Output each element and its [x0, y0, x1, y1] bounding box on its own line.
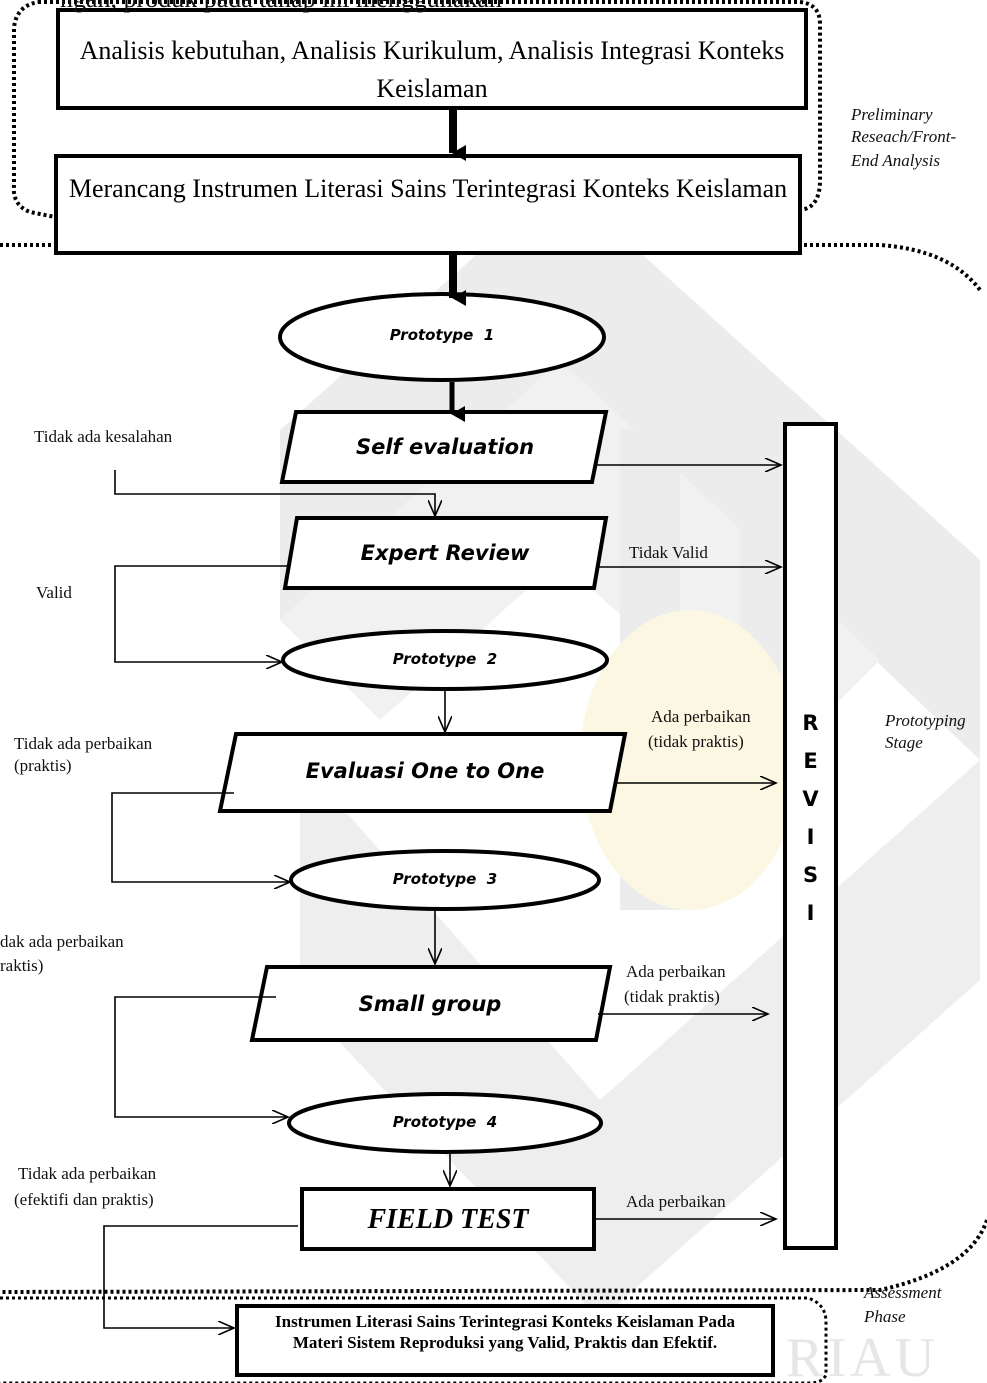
label-no-fix-practical-1: Tidak ada perbaikan [14, 734, 153, 753]
expert-review-label: Expert Review [360, 541, 530, 565]
prototyping-phase-boundary [0, 243, 987, 1294]
label-no-fix-effective-b: (efektifi dan praktis) [14, 1190, 154, 1209]
phase-preliminary-line1: Preliminary [851, 105, 933, 124]
field-test-text: FIELD TEST [367, 1204, 529, 1235]
label-fix-not-practical-1: Ada perbaikan [651, 707, 751, 726]
label-valid: Valid [36, 583, 72, 602]
final-product-text: Instrumen Literasi Sains Terintegrasi Ko… [275, 1312, 735, 1352]
phase-assessment-line1: Assessment [864, 1283, 942, 1302]
label-no-fix-effective: Tidak ada perbaikan [18, 1164, 157, 1183]
label-fix-final: Ada perbaikan [626, 1192, 726, 1211]
preliminary-phase-boundary [11, 0, 822, 222]
label-no-fix-practical-2b: raktis) [0, 956, 44, 975]
revisi-letter: I [806, 825, 815, 849]
design-text: Merancang Instrumen Literasi Sains Terin… [68, 174, 788, 203]
top-cut-text: ngan, produk pada tahap ini menggunakan [60, 0, 502, 12]
prototype-4-label: Prototype 4 [392, 1113, 498, 1131]
connector-smallgroup-practical [114, 996, 288, 1117]
label-no-fix-practical-1b: (praktis) [14, 756, 72, 775]
revisi-letter: I [806, 901, 815, 925]
final-product-box [235, 1304, 775, 1377]
connector-onetoone-practical [111, 792, 290, 882]
design-box [54, 154, 802, 255]
label-no-error: Tidak ada kesalahan [34, 427, 173, 446]
analysis-box [56, 8, 808, 110]
field-test-box [300, 1187, 596, 1251]
connector-fieldtest-effective [103, 1225, 298, 1328]
one-to-one-shape [217, 732, 628, 813]
small-group-label: Small group [358, 992, 502, 1016]
self-evaluation-label: Self evaluation [355, 435, 535, 459]
connector-valid [114, 565, 288, 662]
small-group-shape [249, 965, 613, 1042]
label-fix-not-practical-2b: (tidak praktis) [624, 987, 720, 1006]
phase-prototyping-line1: Prototyping [885, 711, 966, 730]
revisi-letter: V [802, 787, 819, 811]
one-to-one-label: Evaluasi One to One [305, 759, 545, 783]
label-no-fix-practical-2: dak ada perbaikan [0, 932, 124, 951]
prototype-1-label: Prototype 1 [389, 326, 495, 344]
label-not-valid: Tidak Valid [629, 543, 708, 562]
prototype-2-label: Prototype 2 [392, 650, 498, 668]
phase-preliminary-line2: Reseach/Front- [851, 127, 957, 146]
phase-assessment-line2: Phase [864, 1307, 906, 1326]
expert-review-shape [282, 516, 609, 590]
prototype-3-label: Prototype 3 [392, 870, 498, 888]
connector-no-error [114, 470, 435, 516]
phase-prototyping-line2: Stage [885, 733, 923, 752]
label-fix-not-practical-2: Ada perbaikan [626, 962, 726, 981]
revisi-letter: S [802, 863, 819, 887]
prototype-1-ellipse [278, 292, 606, 382]
revisi-letters: R E V I S I [785, 704, 836, 932]
phase-preliminary-line3: End Analysis [851, 151, 940, 170]
analysis-text: Analisis kebutuhan, Analisis Kurikulum, … [79, 36, 785, 103]
revisi-box [783, 422, 838, 1250]
revisi-letter: E [803, 749, 818, 773]
revisi-letter: R [802, 711, 819, 735]
self-evaluation-shape [279, 410, 609, 484]
watermark-text: RIAU [786, 1330, 939, 1383]
label-fix-not-practical-1b: (tidak praktis) [648, 732, 744, 751]
